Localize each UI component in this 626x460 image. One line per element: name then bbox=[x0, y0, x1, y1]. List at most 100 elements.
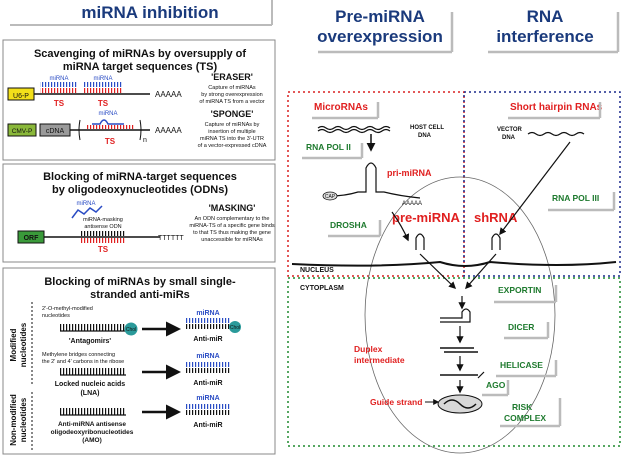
antagomir-mirna-label: miRNA bbox=[196, 310, 219, 317]
shrna-hairpin bbox=[491, 233, 501, 250]
exportin-label: EXPORTIN bbox=[498, 285, 541, 295]
rna-pol2-label: RNA POL II bbox=[306, 142, 351, 152]
chol-label-2: Chol bbox=[230, 325, 240, 331]
header-rnai-line2: interference bbox=[496, 27, 593, 46]
side-modified-1: nucleotides bbox=[19, 322, 28, 367]
amo-strand bbox=[60, 408, 126, 415]
panel2-title-line2: by oligodeoxynucleotides (ODNs) bbox=[52, 184, 228, 196]
panel2-ts-label: TS bbox=[98, 245, 109, 254]
antagomir-strand bbox=[60, 324, 126, 331]
methylene-1: the 2' and 4' carbons in the ribose bbox=[42, 359, 124, 365]
guide-strand-label: Guide strand bbox=[370, 397, 422, 407]
helicase-label: HELICASE bbox=[500, 360, 543, 370]
odn-label-1: antisense ODN bbox=[84, 224, 121, 230]
bound-mirna-2 bbox=[186, 362, 230, 367]
header-premirna-line1: Pre-miRNA bbox=[335, 7, 425, 26]
panel3-title-line1: Blocking of miRNAs by small single- bbox=[44, 276, 236, 288]
cyto-hairpin bbox=[440, 308, 471, 323]
panel-antimirs: Blocking of miRNAs by small single- stra… bbox=[2, 267, 276, 455]
u6p-label: U6-P bbox=[13, 93, 29, 100]
eraser-desc-0: Capture of miRNAs bbox=[208, 85, 256, 91]
lna-label-1: (LNA) bbox=[80, 390, 99, 397]
polya-label-2: AAAAA bbox=[155, 126, 182, 135]
host-dna-1: DNA bbox=[418, 133, 432, 139]
pri-mirna-label: pri-miRNA bbox=[387, 168, 432, 178]
guide-strand-shape bbox=[443, 399, 477, 409]
bound-mirna-1 bbox=[186, 318, 230, 323]
panel2-title-line1: Blocking of miRNA-target sequences bbox=[43, 171, 237, 183]
masking-desc-1: miRNA-TS of a specific gene binds bbox=[189, 223, 275, 229]
chol-label-1: Chol bbox=[126, 327, 136, 333]
sponge-bracket-left bbox=[78, 119, 81, 141]
nucleus-label: NUCLEUS bbox=[300, 267, 334, 274]
sponge-mirna-label: miRNA bbox=[99, 111, 118, 117]
vector-dna-1: DNA bbox=[502, 135, 516, 141]
sponge-ts-strand bbox=[86, 125, 134, 129]
ts-strand-2 bbox=[84, 88, 122, 93]
nuclear-membrane bbox=[291, 260, 617, 267]
header-mirna-inhibition: miRNA inhibition bbox=[10, 0, 273, 26]
masking-desc-0: An ODN complementary to the bbox=[195, 216, 270, 222]
panel3-title-line2: stranded anti-miRs bbox=[90, 289, 190, 301]
cmvp-label: CMV-P bbox=[12, 128, 33, 135]
free-mirna-strand bbox=[71, 205, 103, 219]
ts-label-2: TS bbox=[98, 99, 109, 108]
omethyl-0: 2'-O-methyl-modified bbox=[42, 306, 93, 312]
side-nonmodified-0: Non-modified bbox=[9, 394, 18, 446]
drosha-label: DROSHA bbox=[330, 220, 367, 230]
side-modified-0: Modified bbox=[9, 328, 18, 361]
pre-mirna-hairpin bbox=[415, 233, 425, 250]
bound-antimir-3 bbox=[186, 410, 230, 415]
panel-scavenging: Scavenging of miRNAs by oversupply of mi… bbox=[2, 39, 276, 161]
methylene-0: Methylene bridges connecting bbox=[42, 352, 115, 358]
polyt-label: TTTTTT bbox=[158, 235, 184, 242]
pri-mirna-hairpin bbox=[329, 162, 421, 199]
antimir-label-2: Anti-miR bbox=[193, 380, 222, 387]
chol-circle-1 bbox=[124, 322, 138, 336]
eraser-desc-1: by strong overexpression bbox=[201, 92, 262, 98]
masking-odn bbox=[80, 231, 126, 236]
risc-1: COMPLEX bbox=[504, 413, 546, 423]
panel1-title-line2: miRNA target sequences (TS) bbox=[63, 61, 218, 73]
sponge-n: n bbox=[143, 137, 147, 144]
rna-pol3-label: RNA POL III bbox=[552, 193, 599, 203]
ts-strand-1 bbox=[40, 88, 78, 93]
sponge-desc-1: insertion of multiple bbox=[208, 129, 255, 135]
vector-dna-0: VECTOR bbox=[497, 127, 523, 133]
panel-masking: Blocking of miRNA-target sequences by ol… bbox=[2, 163, 276, 263]
cap-label: CAP bbox=[325, 194, 336, 200]
sponge-desc-2: miRNA TS into the 3'-UTR bbox=[200, 136, 264, 142]
masking-title: 'MASKING' bbox=[209, 203, 256, 213]
bound-antimir-1 bbox=[186, 324, 230, 329]
sponge-desc-0: Capture of miRNAs by bbox=[205, 122, 260, 128]
sponge-ts-label: TS bbox=[105, 137, 116, 146]
host-dna bbox=[317, 125, 391, 131]
pathway-diagram: NUCLEUS CYTOPLASM MicroRNAs Short hairpi… bbox=[287, 91, 621, 454]
lna-mirna-label: miRNA bbox=[196, 353, 219, 360]
ago-label: AGO bbox=[486, 380, 506, 390]
sponge-desc-3: of a vector-expressed cDNA bbox=[198, 143, 267, 149]
antimir-label-1: Anti-miR bbox=[193, 336, 222, 343]
host-dna-0: HOST CELL bbox=[410, 125, 444, 131]
bound-antimir-2 bbox=[186, 368, 230, 373]
bound-mirna-3 bbox=[186, 404, 230, 409]
eraser-title: 'ERASER' bbox=[211, 72, 253, 82]
cmv-promoter-box bbox=[7, 123, 37, 137]
cdna-label: cDNA bbox=[46, 128, 65, 135]
sponge-bracket-right bbox=[139, 119, 142, 141]
cytoplasm-region bbox=[287, 277, 621, 447]
side-nonmodified-1: nucleotides bbox=[19, 397, 28, 442]
eraser-desc-2: of miRNA TS from a vector bbox=[199, 99, 264, 105]
antagomirs-label: 'Antagomirs' bbox=[69, 338, 112, 345]
masking-ts bbox=[80, 238, 126, 243]
header-mirna-inhibition-text: miRNA inhibition bbox=[81, 3, 218, 22]
mirna-strand-1 bbox=[40, 82, 78, 87]
header-premirna-line2: overexpression bbox=[317, 27, 443, 46]
sponge-title: 'SPONGE' bbox=[211, 109, 254, 119]
cytoplasm-label: CYTOPLASM bbox=[300, 285, 344, 292]
ts-label-1: TS bbox=[54, 99, 65, 108]
mirna-label-2: miRNA bbox=[94, 76, 113, 82]
masking-desc-2: to that TS thus making the gene bbox=[193, 230, 271, 236]
cap-ellipse bbox=[322, 191, 338, 201]
